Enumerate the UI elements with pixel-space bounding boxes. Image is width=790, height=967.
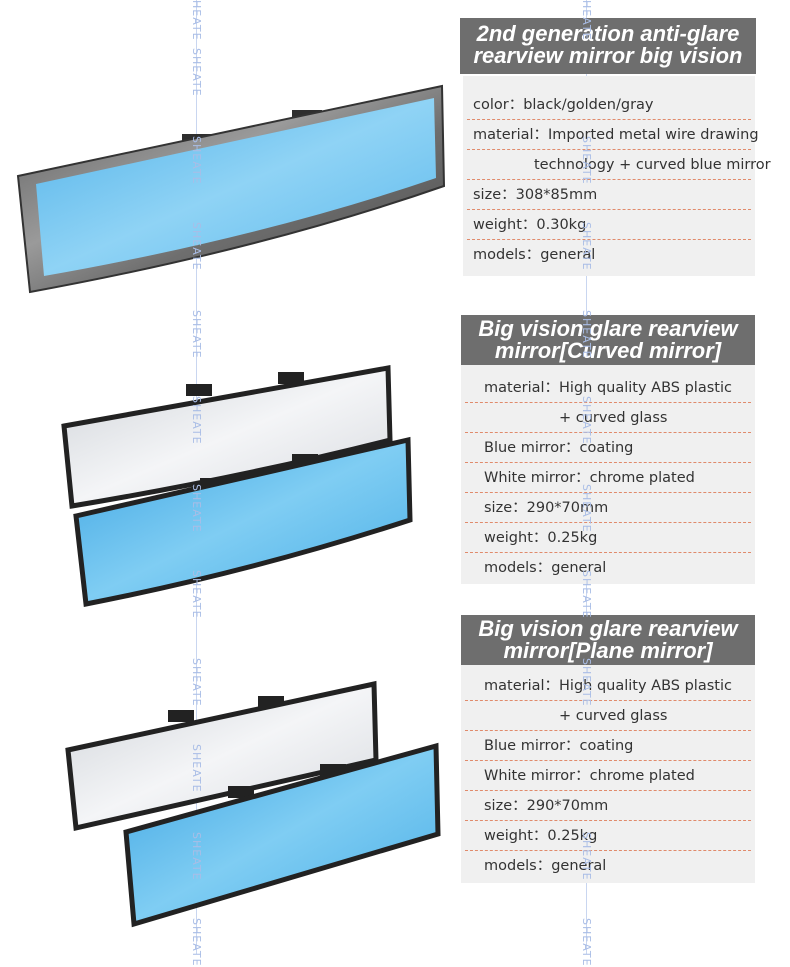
panel-2-title: Big vision glare rearview mirror[Curved … (461, 315, 755, 365)
spec-row: White mirror：chrome plated (461, 463, 755, 493)
spec-text: models：general (473, 247, 596, 263)
panel-1-title-line-1: 2nd generation anti-glare (476, 21, 740, 46)
panel-1-title: 2nd generation anti-glare rearview mirro… (460, 18, 756, 74)
watermark-text: SHEATE (190, 744, 203, 793)
spec-text: Blue mirror：coating (484, 440, 634, 456)
spec-text: + curved glass (559, 410, 668, 426)
spec-text: + curved glass (559, 708, 668, 724)
spec-text: weight：0.25kg (484, 828, 598, 844)
watermark-text: SHEATE (190, 48, 203, 97)
spec-row: + curved glass (461, 701, 755, 731)
plane-mirrors-image (65, 680, 441, 928)
spec-text: material：High quality ABS plastic (484, 678, 732, 694)
watermark-text: SHEATE (190, 396, 203, 445)
watermark-text: SHEATE (190, 0, 203, 41)
panel-2-title-line-2: mirror[Curved mirror] (494, 338, 722, 363)
spec-text: technology + curved blue mirror (534, 157, 771, 173)
watermark-text: SHEATE (190, 918, 203, 967)
spec-text: models：general (484, 560, 607, 576)
watermark-text: SHEATE (190, 484, 203, 533)
spec-row: material：High quality ABS plastic (461, 671, 755, 701)
spec-row: size：290*70mm (461, 791, 755, 821)
spec-row: White mirror：chrome plated (461, 761, 755, 791)
watermark-text: SHEATE (190, 570, 203, 619)
watermark-text: SHEATE (580, 484, 593, 533)
watermark-text: SHEATE (190, 136, 203, 185)
panel-2-title-line-1: Big vision glare rearview (478, 316, 738, 341)
watermark-text: SHEATE (190, 658, 203, 707)
spec-text: material：Imported metal wire drawing (473, 127, 759, 143)
watermark-text: SHEATE (190, 832, 203, 881)
spec-row: models：general (463, 240, 755, 270)
spec-text: material：High quality ABS plastic (484, 380, 732, 396)
watermark-text: SHEATE (580, 396, 593, 445)
watermark-text: SHEATE (190, 310, 203, 359)
spec-text: Blue mirror：coating (484, 738, 634, 754)
panel-3-title-line-2: mirror[Plane mirror] (503, 638, 713, 663)
spec-row: material：High quality ABS plastic (461, 373, 755, 403)
spec-row: material：Imported metal wire drawing (463, 120, 759, 150)
spec-row: technology + curved blue mirror (463, 150, 771, 180)
spec-text: weight：0.30kg (473, 217, 587, 233)
watermark-text: SHEATE (580, 0, 593, 41)
panel-1-specs: color：black/golden/gray material：Importe… (463, 76, 771, 276)
spec-row: weight：0.25kg (461, 523, 755, 553)
spec-text: White mirror：chrome plated (484, 470, 695, 486)
spec-row: weight：0.25kg (461, 821, 755, 851)
panel-3-title: Big vision glare rearview mirror[Plane m… (461, 615, 755, 665)
spec-row: Blue mirror：coating (461, 731, 755, 761)
panel-3-specs: material：High quality ABS plastic + curv… (461, 665, 755, 883)
watermark-text: SHEATE (580, 222, 593, 271)
curved-mirrors-image (61, 365, 413, 607)
spec-text: size：290*70mm (484, 798, 609, 814)
spec-row: size：290*70mm (461, 493, 755, 523)
spec-text: White mirror：chrome plated (484, 768, 695, 784)
watermark-text: SHEATE (190, 222, 203, 271)
spec-row: weight：0.30kg (463, 210, 755, 240)
spec-text: size：308*85mm (473, 187, 598, 203)
watermark-text: SHEATE (580, 918, 593, 967)
watermark-text: SHEATE (580, 136, 593, 185)
spec-text: weight：0.25kg (484, 530, 598, 546)
watermark-text: SHEATE (580, 570, 593, 619)
watermark-text: SHEATE (580, 310, 593, 359)
spec-row: size：308*85mm (463, 180, 755, 210)
spec-row: + curved glass (461, 403, 755, 433)
spec-text: color：black/golden/gray (473, 97, 654, 113)
spec-row: models：general (461, 553, 755, 583)
spec-row: Blue mirror：coating (461, 433, 755, 463)
panel-2-specs: material：High quality ABS plastic + curv… (461, 365, 755, 584)
spec-text: models：general (484, 858, 607, 874)
metal-blue-mirror-image (16, 84, 446, 294)
panel-3-title-line-1: Big vision glare rearview (478, 616, 738, 641)
spec-row: color：black/golden/gray (463, 90, 755, 120)
watermark-text: SHEATE (580, 832, 593, 881)
spec-row: models：general (461, 851, 755, 881)
panel-1-title-line-2: rearview mirror big vision (473, 43, 743, 68)
watermark-text: SHEATE (580, 658, 593, 707)
spec-text: size：290*70mm (484, 500, 609, 516)
